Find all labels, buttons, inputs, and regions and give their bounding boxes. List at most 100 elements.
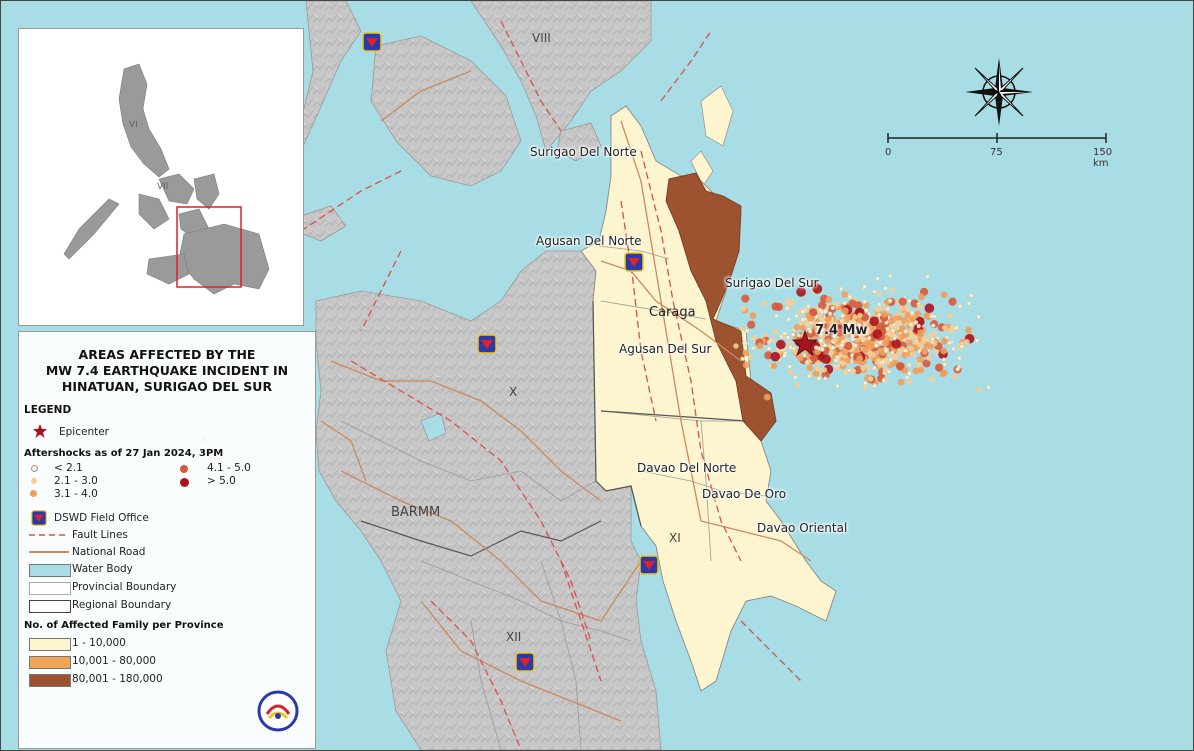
aftershock-point (810, 354, 819, 363)
aftershock-point (766, 346, 772, 351)
aftershock-point (854, 326, 862, 334)
landmass-visayas-west (285, 1, 362, 172)
aftershock-point (846, 322, 851, 327)
aftershock-point (774, 313, 779, 318)
aftershock-point (924, 303, 935, 314)
province-surigao-del-sur (665, 172, 777, 442)
aftershock-point (793, 375, 798, 380)
legend-fault-line-icon (29, 534, 69, 536)
compass-rose-icon (965, 58, 1033, 126)
aftershock-point (804, 321, 810, 327)
fault-lines (300, 20, 802, 750)
aftershock-point (969, 293, 974, 298)
label-region-viii: VIII (532, 31, 551, 45)
aftershock-point (947, 340, 952, 346)
aftershock-point (821, 354, 831, 365)
aftershock-point (954, 325, 959, 330)
dswd-office-icon[interactable] (362, 32, 382, 52)
aftershock-point (818, 301, 827, 310)
aftershock-point (828, 350, 835, 356)
aftershock-point (835, 328, 845, 337)
aftershock-point (812, 370, 820, 377)
aftershock-point (942, 362, 947, 367)
legend-family-swatch-2 (29, 656, 71, 669)
aftershock-point (908, 330, 914, 336)
legend-regional-swatch (29, 600, 71, 613)
aftershock-point (933, 349, 939, 355)
aftershock-point (782, 353, 787, 358)
dswd-office-icon[interactable] (624, 252, 644, 272)
dswd-office-icon[interactable] (639, 555, 659, 575)
aftershock-point (917, 366, 925, 374)
aftershock-point (827, 311, 833, 316)
legend-water-swatch (29, 564, 71, 577)
legend-family-swatch-1 (29, 638, 71, 651)
aftershock-point (904, 375, 910, 380)
aftershock-point (818, 321, 823, 326)
aftershock-point (926, 355, 932, 361)
aftershock-point (844, 356, 851, 364)
aftershock-point (751, 345, 756, 351)
aftershock-point (951, 346, 956, 352)
aftershock-point (895, 320, 901, 326)
aftershock-point (930, 337, 935, 342)
aftershock-point (965, 326, 972, 334)
landmass-samar-leyte-east (470, 1, 652, 152)
aftershock-point (952, 374, 958, 380)
aftershock-point (764, 351, 773, 360)
aftershock-point (940, 347, 948, 355)
aftershock-point (808, 329, 813, 334)
label-davao-de-oro: Davao De Oro (702, 487, 787, 501)
label-agusan-del-sur: Agusan Del Sur (619, 342, 712, 356)
regional-boundaries (360, 300, 747, 557)
aftershock-point (859, 330, 865, 337)
label-region-xii: XII (506, 630, 522, 644)
aftershock-point (830, 305, 835, 311)
aftershock-point (922, 359, 931, 368)
aftershock-point (904, 306, 910, 312)
aftershock-point (742, 340, 747, 346)
aftershock-point (947, 327, 953, 333)
aftershock-point (788, 369, 794, 375)
aftershock-point (751, 335, 757, 341)
aftershock-point (835, 383, 840, 389)
aftershock-point (794, 313, 799, 319)
legend-fault-lines-label: Fault Lines (72, 529, 128, 541)
aftershock-point (822, 343, 828, 348)
aftershock-point (909, 351, 915, 357)
legend-mag-dot-2 (31, 478, 37, 484)
legend-field-office-label: DSWD Field Office (54, 512, 149, 524)
legend-aftershocks-heading: Aftershocks as of 27 Jan 2024, 3PM (24, 448, 224, 459)
aftershock-point (892, 354, 899, 360)
aftershock-point (882, 339, 889, 347)
aftershock-point (872, 383, 877, 389)
aftershock-point (740, 356, 745, 361)
aftershock-point (747, 320, 756, 329)
aftershock-point (741, 294, 750, 303)
aftershock-point (941, 337, 948, 345)
landmass-dinagat-bohol (300, 205, 347, 242)
aftershock-cloud (733, 273, 991, 401)
dswd-office-icon[interactable] (515, 652, 535, 672)
national-roads (320, 70, 812, 722)
aftershock-point (901, 317, 908, 325)
aftershock-point (796, 287, 806, 297)
aftershock-point (868, 376, 874, 382)
legend-mag-dot-5 (180, 478, 189, 487)
aftershock-point (844, 341, 853, 351)
legend-family-swatch-3 (29, 674, 71, 687)
aftershock-point (889, 288, 896, 294)
aftershock-point (868, 342, 876, 350)
aftershock-point (916, 323, 921, 329)
aftershock-point (784, 298, 791, 304)
dswd-office-icon[interactable] (477, 334, 497, 354)
label-davao-del-norte: Davao Del Norte (637, 461, 737, 475)
aftershock-point (899, 333, 906, 340)
aftershock-point (806, 303, 811, 309)
legend-water-label: Water Body (72, 563, 133, 575)
scale-label-150: 150 km (1093, 147, 1113, 169)
legend-dswd-office-icon (31, 510, 47, 526)
aftershock-point (826, 324, 834, 332)
aftershock-point (926, 333, 932, 339)
aftershock-point (878, 340, 883, 345)
